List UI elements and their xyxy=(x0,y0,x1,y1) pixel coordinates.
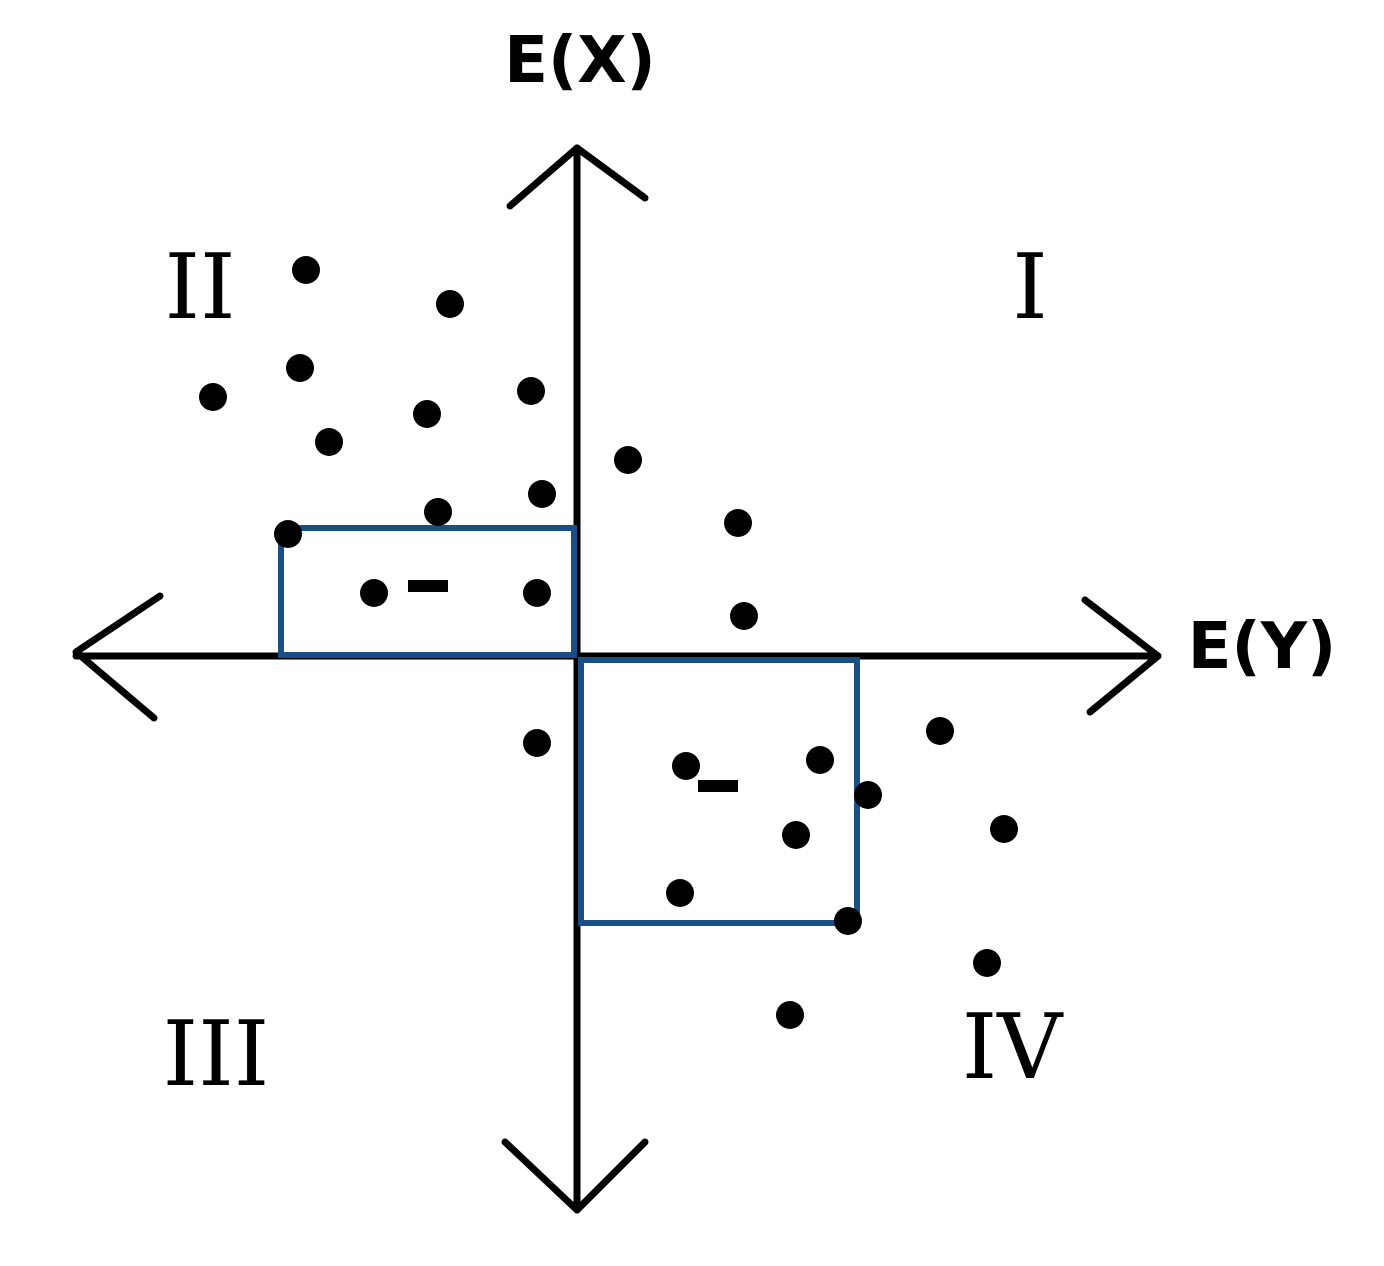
scatter-point xyxy=(360,579,388,607)
scatter-point xyxy=(730,602,758,630)
quadrant-label-iii: III xyxy=(163,1002,270,1107)
x-axis-label: E(Y) xyxy=(1188,610,1337,684)
scatter-point xyxy=(973,949,1001,977)
scatter-point xyxy=(806,746,834,774)
quadrant-label-iv: IV xyxy=(962,995,1065,1100)
minus-sign-quadrant-iv xyxy=(698,780,738,792)
scatter-point xyxy=(424,498,452,526)
scatter-point xyxy=(782,821,810,849)
scatter-point xyxy=(199,383,227,411)
scatter-point xyxy=(523,579,551,607)
scatter-point xyxy=(315,428,343,456)
quadrant-label-ii: II xyxy=(164,235,235,340)
scatter-point xyxy=(990,815,1018,843)
scatter-point xyxy=(274,520,302,548)
scatter-point xyxy=(776,1001,804,1029)
sign-markers xyxy=(408,580,738,792)
scatter-point xyxy=(926,717,954,745)
scatter-point xyxy=(724,509,752,537)
arrow-right xyxy=(1081,596,1162,716)
scatter-point xyxy=(614,446,642,474)
minus-sign-quadrant-ii xyxy=(408,580,448,592)
arrow-down xyxy=(501,1138,649,1214)
scatter-point xyxy=(517,377,545,405)
scatter-point xyxy=(413,400,441,428)
quadrant-label-i: I xyxy=(1012,235,1048,340)
scatter-point xyxy=(528,480,556,508)
scatter-point xyxy=(292,256,320,284)
axes xyxy=(72,144,1162,1214)
scatter-point xyxy=(672,752,700,780)
scatter-point xyxy=(523,729,551,757)
scatter-point xyxy=(854,781,882,809)
scatter-point xyxy=(436,290,464,318)
scatter-point xyxy=(666,879,694,907)
scatter-point xyxy=(834,907,862,935)
scatter-point xyxy=(286,354,314,382)
rect-quadrant-ii xyxy=(278,525,577,658)
arrow-left xyxy=(72,592,164,722)
y-axis-label: E(X) xyxy=(504,24,656,98)
arrow-up xyxy=(506,144,649,210)
scatter-points xyxy=(199,256,1018,1029)
